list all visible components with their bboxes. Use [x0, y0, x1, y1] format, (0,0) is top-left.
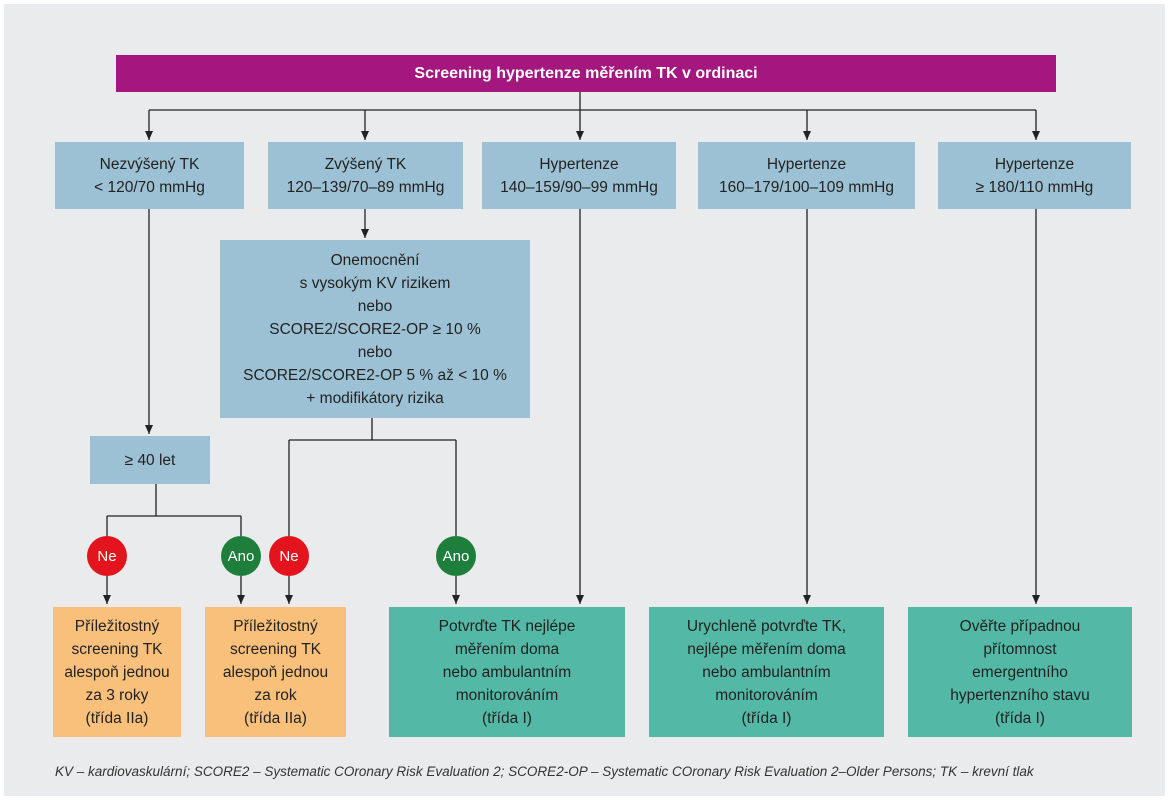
outcome-screening-3-years: Příležitostný screening TK alespoň jedno… [53, 607, 181, 737]
decision-yes-age: Ano [221, 536, 261, 576]
category-zvyseny: Zvýšený TK 120–139/70–89 mmHg [268, 142, 463, 209]
category-hypertenze-3: Hypertenze ≥ 180/110 mmHg [938, 142, 1131, 209]
footnote: KV – kardiovaskulární; SCORE2 – Systemat… [55, 764, 1034, 779]
outcome-confirm: Potvrďte TK nejlépe měřením doma nebo am… [389, 607, 625, 737]
outcome-emergency-check: Ověřte případnou přítomnost emergentního… [908, 607, 1132, 737]
outcome-screening-yearly: Příležitostný screening TK alespoň jedno… [205, 607, 346, 737]
outcome-urgent-confirm: Urychleně potvrďte TK, nejlépe měřením d… [649, 607, 884, 737]
risk-criteria-box: Onemocnění s vysokým KV rizikem nebo SCO… [220, 240, 530, 418]
decision-no-age: Ne [87, 536, 127, 576]
category-hypertenze-2: Hypertenze 160–179/100–109 mmHg [698, 142, 915, 209]
decision-no-risk: Ne [269, 536, 309, 576]
diagram-title: Screening hypertenze měřením TK v ordina… [116, 55, 1056, 92]
age-box: ≥ 40 let [90, 436, 210, 484]
decision-yes-risk: Ano [436, 536, 476, 576]
category-hypertenze-1: Hypertenze 140–159/90–99 mmHg [482, 142, 676, 209]
category-nezvyseny: Nezvýšený TK < 120/70 mmHg [55, 142, 244, 209]
